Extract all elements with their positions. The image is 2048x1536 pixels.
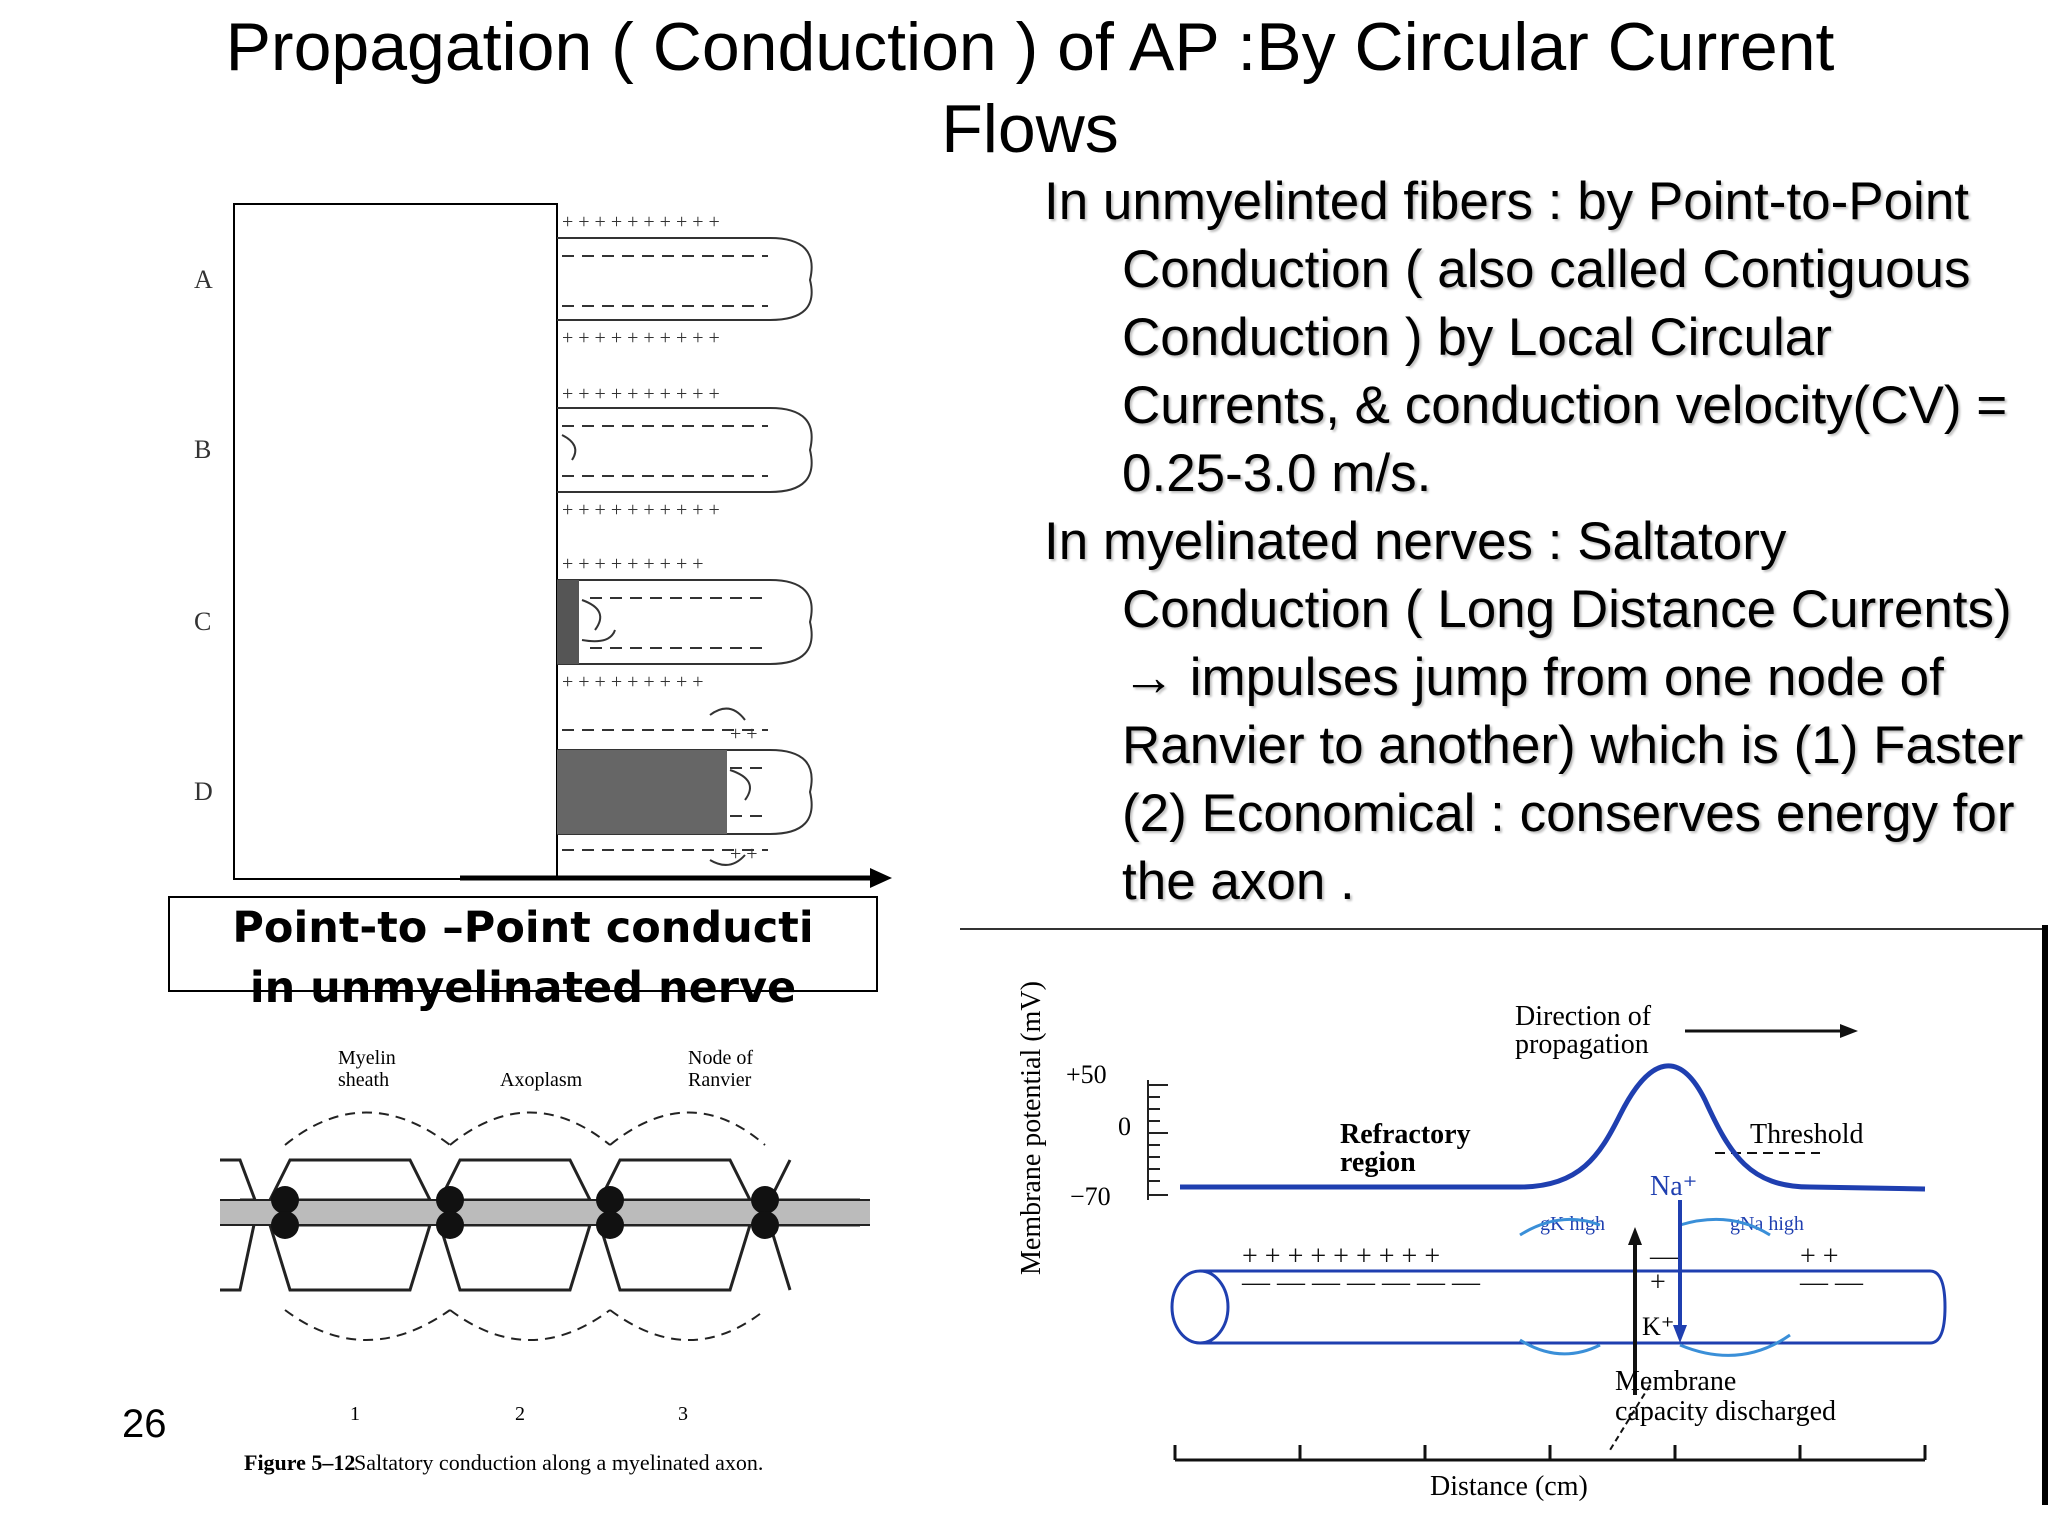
- current-loops: [284, 1111, 766, 1341]
- na-label: Na⁺: [1650, 1171, 1697, 1202]
- gk-label: gK high: [1540, 1213, 1605, 1235]
- row-label-b: B: [194, 435, 211, 464]
- slide-title: Propagation ( Conduction ) of AP :By Cir…: [225, 9, 1835, 167]
- edge-bar: [2042, 925, 2048, 1505]
- direction-label-1: Direction of: [1515, 1001, 1652, 1032]
- divider-line: [960, 928, 2045, 930]
- svg-text:+ + + + + + + + + +: + + + + + + + + + +: [562, 499, 720, 521]
- svg-text:+ + + + + + + + +: + + + + + + + + +: [1242, 1241, 1440, 1272]
- bullet-unmyelinated: In unmyelinted fibers : by Point-to-Poin…: [1044, 172, 2008, 503]
- svg-text:+ + + + + + + + +: + + + + + + + + +: [562, 671, 704, 693]
- k-label: K⁺: [1642, 1312, 1675, 1341]
- svg-text:+ + + + + + + + +: + + + + + + + + +: [562, 553, 704, 575]
- svg-text:+ + + + + + + + + +: + + + + + + + + + +: [562, 327, 720, 349]
- membrane-label-2: capacity discharged: [1615, 1396, 1836, 1427]
- axon-segment-c: [557, 579, 813, 665]
- charge-signs: + + + + + + + + + + + + + + + + + + + + …: [562, 211, 758, 865]
- svg-text:+ + + + + + + + + +: + + + + + + + + + +: [562, 211, 720, 233]
- membrane-charges: + + + + + + + + + — — — — — — — — + + + …: [1241, 1241, 1864, 1298]
- caption-line-1: Point-to –Point conducti: [232, 903, 814, 953]
- direction-label-2: propagation: [1515, 1029, 1649, 1060]
- label-sheath: sheath: [338, 1069, 389, 1091]
- axon-segment-d: [557, 707, 813, 866]
- refractory-label-2: region: [1340, 1147, 1416, 1178]
- node-number-2: 2: [515, 1403, 525, 1425]
- svg-text:—: —: [1649, 1241, 1679, 1272]
- direction-arrow: [460, 868, 892, 888]
- x-axis-label: Distance (cm): [1430, 1471, 1588, 1502]
- svg-text:+ +: + +: [730, 723, 758, 745]
- ion-flow-arrows: [1628, 1200, 1687, 1395]
- row-label-a: A: [194, 265, 213, 294]
- figure-caption: Saltatory conduction along a myelinated …: [354, 1450, 763, 1475]
- action-potential-curve: [1180, 1063, 1926, 1192]
- bullet-myelinated: In myelinated nerves : Saltatory Conduct…: [1044, 512, 2024, 911]
- refractory-label-1: Refractory: [1340, 1119, 1471, 1150]
- axon-segment-b: [557, 407, 813, 493]
- y-tick-plus50: +50: [1066, 1060, 1107, 1089]
- y-axis-ticks: [1147, 1080, 1168, 1200]
- membrane-potential-figure: Membrane potential (mV) +50 0 −70 Direct…: [1016, 981, 1947, 1502]
- bullet-list: In unmyelinted fibers : by Point-to-Poin…: [1044, 168, 2034, 916]
- label-ranvier: Ranvier: [688, 1069, 752, 1091]
- row-label-d: D: [194, 777, 213, 806]
- y-tick-zero: 0: [1118, 1112, 1131, 1141]
- axon-cylinder: [1170, 1269, 1947, 1345]
- label-myelin: Myelin: [338, 1047, 396, 1069]
- threshold-label: Threshold: [1750, 1119, 1864, 1150]
- y-axis-label: Membrane potential (mV): [1016, 981, 1047, 1275]
- direction-arrow-right: [1685, 1024, 1858, 1038]
- membrane-pointer: [1609, 1384, 1651, 1451]
- gna-label: gNa high: [1730, 1213, 1804, 1235]
- node-number-1: 1: [350, 1403, 360, 1425]
- unmyelinated-conduction-figure: A B C D + + + + + + + + + + + + + + + + …: [194, 203, 892, 888]
- axon-segment-a: [557, 237, 813, 321]
- current-arrows: [1519, 1217, 1791, 1357]
- y-tick-minus70: −70: [1070, 1182, 1111, 1211]
- svg-text:+ + + + + + + + + +: + + + + + + + + + +: [562, 383, 720, 405]
- node-number-3: 3: [678, 1403, 688, 1425]
- caption-line-2: in unmyelinated nerve: [249, 963, 797, 1013]
- nodes-of-ranvier: [271, 1186, 779, 1239]
- figure-blank-panel: [233, 203, 558, 880]
- unmyelinated-caption: Point-to –Point conducti in unmyelinated…: [168, 896, 878, 1013]
- distance-axis: [1173, 1445, 1927, 1462]
- label-axoplasm: Axoplasm: [500, 1069, 583, 1091]
- svg-text:+ +: + +: [1800, 1241, 1839, 1272]
- saltatory-conduction-figure: Myelin sheath Axoplasm Node of Ranvier 1…: [220, 1047, 870, 1475]
- row-label-c: C: [194, 607, 211, 636]
- slide-number: 26: [122, 1402, 167, 1446]
- svg-text:+: +: [1650, 1267, 1666, 1298]
- figure-number: Figure 5–12: [244, 1450, 355, 1475]
- svg-text:+ +: + +: [730, 843, 758, 865]
- membrane-label-1: Membrane: [1615, 1366, 1736, 1397]
- label-node: Node of: [688, 1047, 753, 1069]
